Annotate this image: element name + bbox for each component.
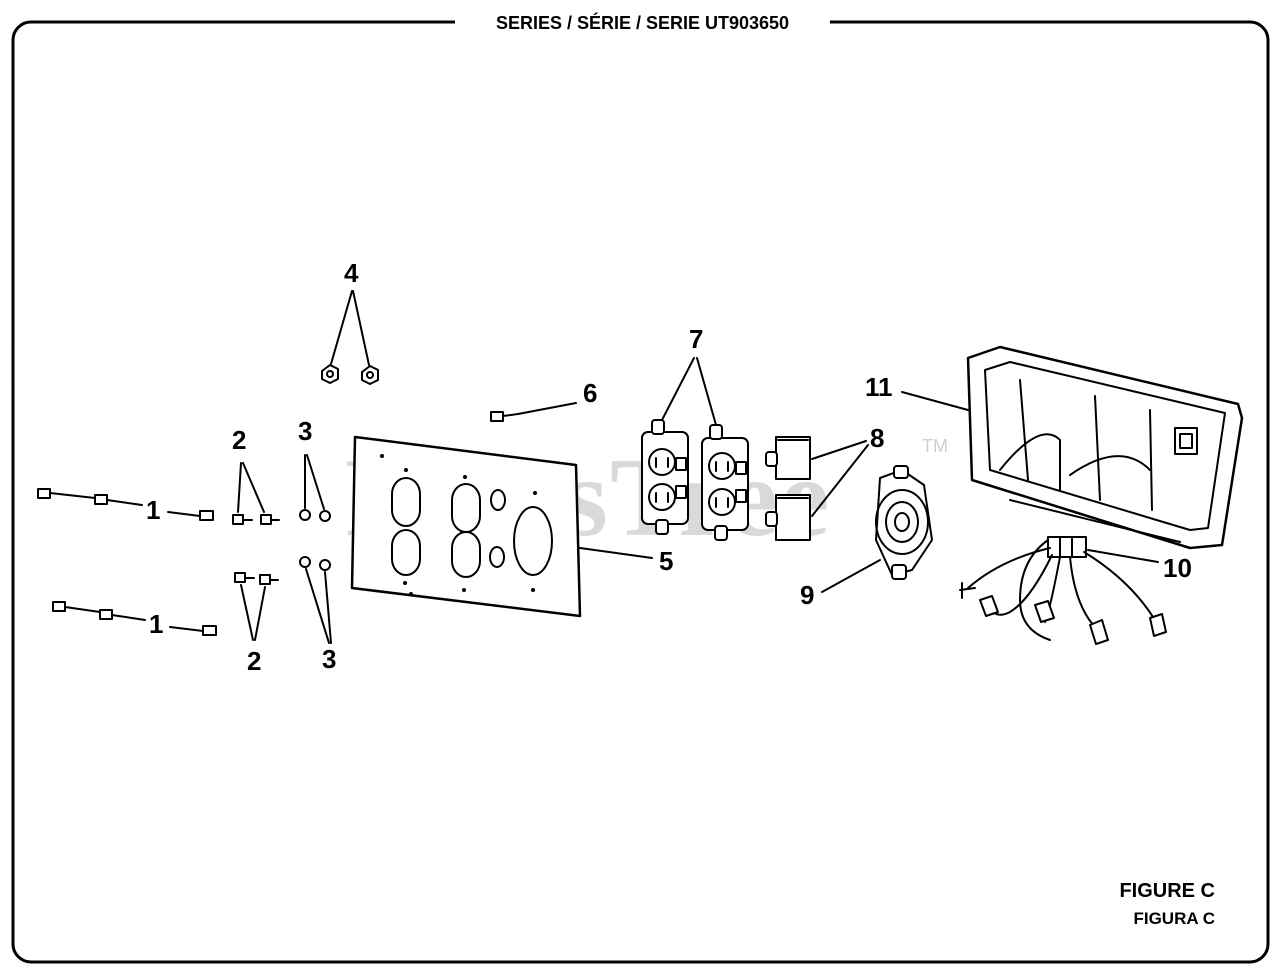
part-8-breaker-upper bbox=[765, 436, 811, 480]
callout-5: 5 bbox=[659, 546, 673, 576]
part-6-screw bbox=[490, 402, 577, 422]
callout-8: 8 bbox=[870, 423, 884, 453]
callout-2-lower: 2 bbox=[247, 646, 261, 676]
figure-label: FIGURE C bbox=[1119, 880, 1215, 902]
callout-3-lower: 3 bbox=[322, 644, 336, 674]
callout-6: 6 bbox=[583, 378, 597, 408]
part-2-screws-lower bbox=[234, 572, 279, 641]
callout-1-lower: 1 bbox=[149, 609, 163, 639]
part-1-screws-upper bbox=[37, 488, 214, 521]
part-10-wiring-harness bbox=[959, 536, 1167, 645]
callout-1-upper: 1 bbox=[146, 495, 160, 525]
watermark-trademark: TM bbox=[922, 436, 948, 456]
callout-2-upper: 2 bbox=[232, 425, 246, 455]
part-8-breaker-lower bbox=[765, 494, 811, 541]
callout-7: 7 bbox=[689, 324, 703, 354]
part-11-outlet-box bbox=[901, 345, 1244, 550]
part-3-washers-lower bbox=[299, 556, 332, 644]
callout-3-upper: 3 bbox=[298, 416, 312, 446]
part-7-leaders bbox=[661, 357, 717, 426]
part-8-leaders bbox=[811, 440, 869, 517]
part-2-screws-upper bbox=[232, 462, 280, 525]
callout-4: 4 bbox=[344, 258, 359, 288]
part-3-washers-upper bbox=[299, 454, 331, 522]
part-4-nuts bbox=[321, 290, 379, 385]
part-9-twistlock-receptacle bbox=[821, 465, 933, 593]
series-title: SERIES / SÉRIE / SERIE UT903650 bbox=[455, 9, 830, 37]
figure-label-spanish: FIGURA C bbox=[1133, 909, 1215, 928]
callout-numbers: 1 1 2 2 3 3 4 5 6 7 8 9 10 11 bbox=[146, 258, 1192, 676]
callout-11: 11 bbox=[865, 372, 893, 402]
callout-10: 10 bbox=[1163, 553, 1192, 583]
part-7-receptacle-right bbox=[701, 424, 749, 541]
part-5-panel-plate bbox=[350, 435, 653, 618]
callout-9: 9 bbox=[800, 580, 814, 610]
part-7-receptacle-left bbox=[641, 419, 689, 535]
part-1-screws-lower bbox=[52, 601, 217, 636]
